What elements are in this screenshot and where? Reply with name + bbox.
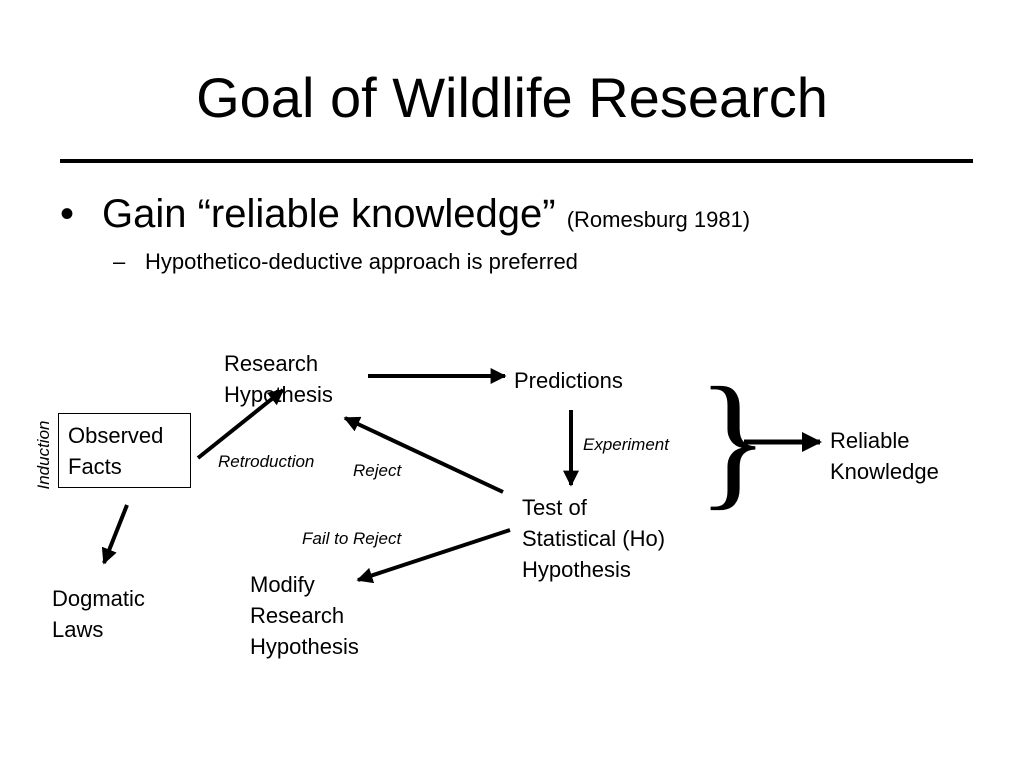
sub-bullet-marker: – (113, 249, 126, 274)
node-text: Observed (68, 423, 164, 448)
node-text: Laws (52, 617, 104, 642)
node-text: Hypothesis (224, 382, 333, 407)
bullet-main-text: Gain “reliable knowledge” (102, 192, 556, 236)
label-induction: Induction (34, 420, 53, 490)
grouping-brace: } (697, 357, 769, 523)
bullet-sub: –Hypothetico-deductive approach is prefe… (113, 248, 578, 276)
node-text: Hypothesis (250, 634, 359, 659)
node-observed-facts: Observed Facts (58, 413, 191, 488)
node-text: Dogmatic (52, 586, 145, 611)
node-text: Test of (522, 495, 587, 520)
title-divider (60, 159, 973, 163)
node-test-hypothesis: Test of Statistical (Ho) Hypothesis (522, 492, 665, 585)
node-text: Research (224, 351, 319, 376)
label-reject: Reject (353, 461, 402, 480)
label-retroduction: Retroduction (218, 452, 315, 471)
node-text: Research (250, 603, 345, 628)
bullet-marker: • (60, 192, 75, 236)
label-fail-to-reject: Fail to Reject (302, 529, 402, 548)
node-text: Knowledge (830, 459, 939, 484)
node-text: Predictions (514, 368, 623, 393)
node-text: Hypothesis (522, 557, 631, 582)
bullet-sub-text: Hypothetico-deductive approach is prefer… (145, 249, 578, 274)
arrow-facts-to-hypothesis (196, 388, 285, 460)
node-reliable-knowledge: Reliable Knowledge (830, 425, 939, 487)
node-research-hypothesis: Research Hypothesis (224, 348, 333, 410)
node-text: Reliable (830, 428, 910, 453)
node-modify-hypothesis: Modify Research Hypothesis (250, 569, 359, 662)
node-predictions: Predictions (514, 365, 623, 396)
slide-title: Goal of Wildlife Research (196, 66, 828, 129)
bullet-citation: (Romesburg 1981) (566, 207, 751, 232)
node-text: Facts (68, 454, 122, 479)
node-text: Statistical (Ho) (522, 526, 666, 551)
arrow-test-fail-to-modify (356, 528, 511, 584)
node-dogmatic-laws: Dogmatic Laws (52, 583, 145, 645)
bullet-main: • Gain “reliable knowledge” (Romesburg 19… (60, 190, 750, 244)
arrow-facts-to-dogmatic (101, 504, 129, 565)
node-text: Modify (250, 572, 315, 597)
arrow-test-reject-to-hypothesis (343, 416, 504, 494)
label-experiment: Experiment (583, 435, 669, 454)
